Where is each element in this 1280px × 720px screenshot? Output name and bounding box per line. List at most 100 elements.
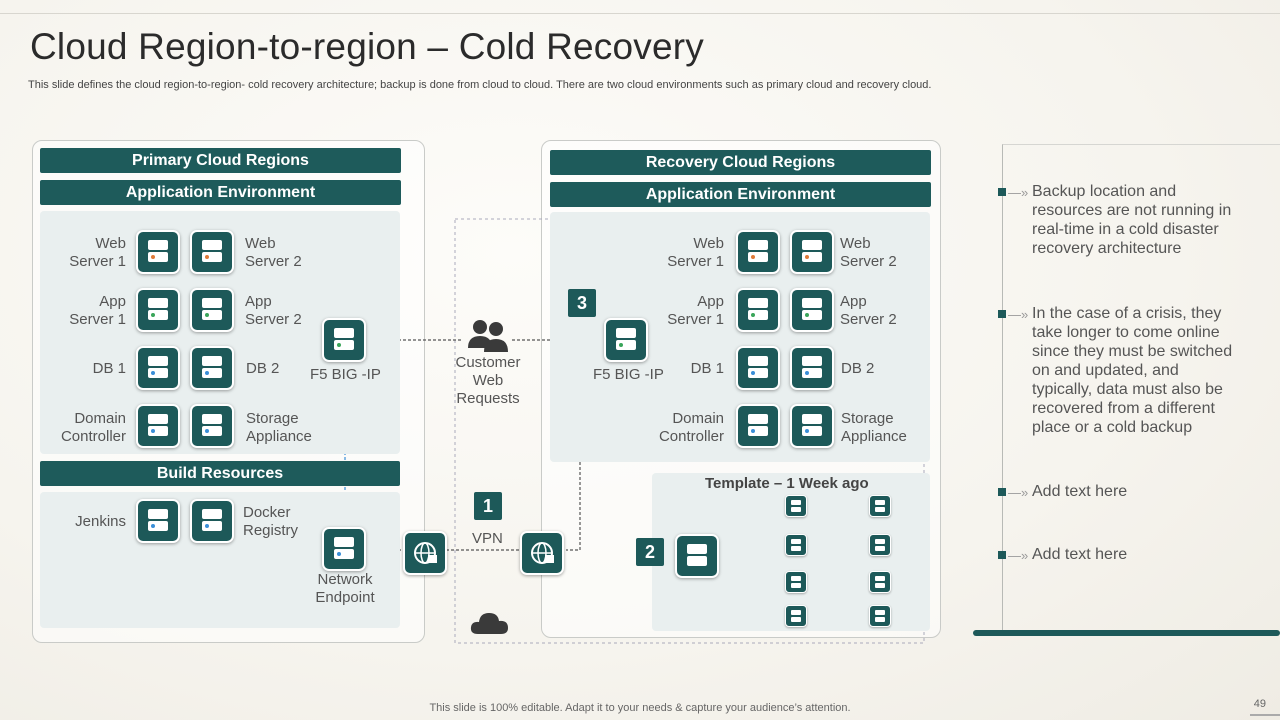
recovery-db-1[interactable]	[736, 346, 780, 390]
docker-registry-server[interactable]	[190, 499, 234, 543]
server-icon	[875, 576, 885, 588]
template-instance[interactable]	[869, 571, 891, 593]
primary-db1-label: DB 1	[92, 360, 126, 377]
primary-f5-label: F5 BIG -IP	[310, 366, 381, 383]
server-icon	[202, 240, 222, 262]
jenkins-server[interactable]	[136, 499, 180, 543]
arrow-right-icon: —»	[1008, 485, 1029, 500]
customer-requests-label: Customer Web Requests	[455, 354, 521, 407]
template-instance[interactable]	[869, 495, 891, 517]
template-instance[interactable]	[785, 495, 807, 517]
recovery-f5-big-ip[interactable]	[604, 318, 648, 362]
bullet-square-icon	[998, 188, 1006, 196]
template-instance[interactable]	[785, 571, 807, 593]
docker-label: Docker Registry	[243, 504, 299, 539]
step-3-badge: 3	[568, 289, 596, 317]
primary-f5-big-ip[interactable]	[322, 318, 366, 362]
recovery-vpn-gateway[interactable]	[520, 531, 564, 575]
bullet-panel	[1002, 144, 1280, 632]
recovery-db2-label: DB 2	[841, 360, 875, 377]
primary-web-server-2[interactable]	[190, 230, 234, 274]
bullet-text: In the case of a crisis, they take longe…	[1032, 305, 1233, 436]
server-icon	[202, 356, 222, 378]
template-server[interactable]	[675, 534, 719, 578]
recovery-domain-controller[interactable]	[736, 404, 780, 448]
recovery-app2-label: App Server 2	[840, 293, 897, 328]
recovery-app-server-1[interactable]	[736, 288, 780, 332]
server-icon	[334, 328, 354, 350]
server-icon	[791, 539, 801, 551]
server-icon	[202, 414, 222, 436]
primary-vpn-gateway[interactable]	[403, 531, 447, 575]
primary-web2-label: Web Server 2	[245, 235, 302, 270]
server-icon	[334, 537, 354, 559]
recovery-domain-label: Domain Controller	[658, 410, 724, 445]
page-subtitle: This slide defines the cloud region-to-r…	[28, 79, 932, 91]
primary-domain-label: Domain Controller	[60, 410, 126, 445]
server-icon	[802, 356, 822, 378]
template-instance[interactable]	[785, 605, 807, 627]
step-1-badge: 1	[474, 492, 502, 520]
recovery-db-2[interactable]	[790, 346, 834, 390]
bullet-text: Add text here	[1032, 483, 1128, 500]
recovery-storage-appliance[interactable]	[790, 404, 834, 448]
primary-app-server-1[interactable]	[136, 288, 180, 332]
arrow-right-icon: —»	[1008, 307, 1029, 322]
bullet-square-icon	[998, 488, 1006, 496]
template-instance[interactable]	[869, 534, 891, 556]
primary-web1-label: Web Server 1	[69, 235, 126, 270]
step-2-badge: 2	[636, 538, 664, 566]
recovery-web1-label: Web Server 1	[667, 235, 724, 270]
primary-web-server-1[interactable]	[136, 230, 180, 274]
server-icon	[148, 240, 168, 262]
server-icon	[791, 610, 801, 622]
recovery-db1-label: DB 1	[690, 360, 724, 377]
server-icon	[748, 240, 768, 262]
primary-db-2[interactable]	[190, 346, 234, 390]
server-icon	[148, 414, 168, 436]
users-icon	[468, 320, 508, 352]
server-icon	[148, 356, 168, 378]
server-icon	[148, 298, 168, 320]
network-endpoint-label: Network Endpoint	[315, 571, 375, 606]
server-icon	[748, 356, 768, 378]
primary-app1-label: App Server 1	[69, 293, 126, 328]
arrow-right-icon: —»	[1008, 548, 1029, 563]
primary-db-1[interactable]	[136, 346, 180, 390]
recovery-f5-label: F5 BIG -IP	[593, 366, 664, 383]
arrow-right-icon: —»	[1008, 185, 1029, 200]
primary-cloud-header: Primary Cloud Regions	[40, 148, 401, 173]
primary-app2-label: App Server 2	[245, 293, 302, 328]
server-icon	[202, 509, 222, 531]
server-icon	[791, 576, 801, 588]
globe-lock-icon	[531, 542, 554, 564]
server-icon	[802, 414, 822, 436]
server-icon	[802, 298, 822, 320]
recovery-web-server-2[interactable]	[790, 230, 834, 274]
recovery-app-env-header: Application Environment	[550, 182, 931, 207]
server-icon	[148, 509, 168, 531]
primary-storage-label: Storage Appliance	[246, 410, 312, 445]
page-title: Cloud Region-to-region – Cold Recovery	[30, 26, 704, 67]
build-resources-header: Build Resources	[40, 461, 400, 486]
template-instance[interactable]	[869, 605, 891, 627]
primary-storage-appliance[interactable]	[190, 404, 234, 448]
server-icon	[875, 610, 885, 622]
footer-note: This slide is 100% editable. Adapt it to…	[429, 702, 851, 714]
primary-domain-controller[interactable]	[136, 404, 180, 448]
server-icon	[875, 500, 885, 512]
vpn-label: VPN	[472, 530, 503, 547]
bullet-text: Add text here	[1032, 546, 1128, 563]
recovery-web-server-1[interactable]	[736, 230, 780, 274]
server-icon	[616, 328, 636, 350]
bullet-square-icon	[998, 551, 1006, 559]
bullet-text: Backup location and resources are not ru…	[1032, 183, 1232, 257]
primary-app-env-header: Application Environment	[40, 180, 401, 205]
template-instance[interactable]	[785, 534, 807, 556]
network-endpoint[interactable]	[322, 527, 366, 571]
recovery-app-server-2[interactable]	[790, 288, 834, 332]
recovery-web2-label: Web Server 2	[840, 235, 897, 270]
primary-app-server-2[interactable]	[190, 288, 234, 332]
primary-db2-label: DB 2	[246, 360, 280, 377]
recovery-storage-label: Storage Appliance	[841, 410, 907, 445]
